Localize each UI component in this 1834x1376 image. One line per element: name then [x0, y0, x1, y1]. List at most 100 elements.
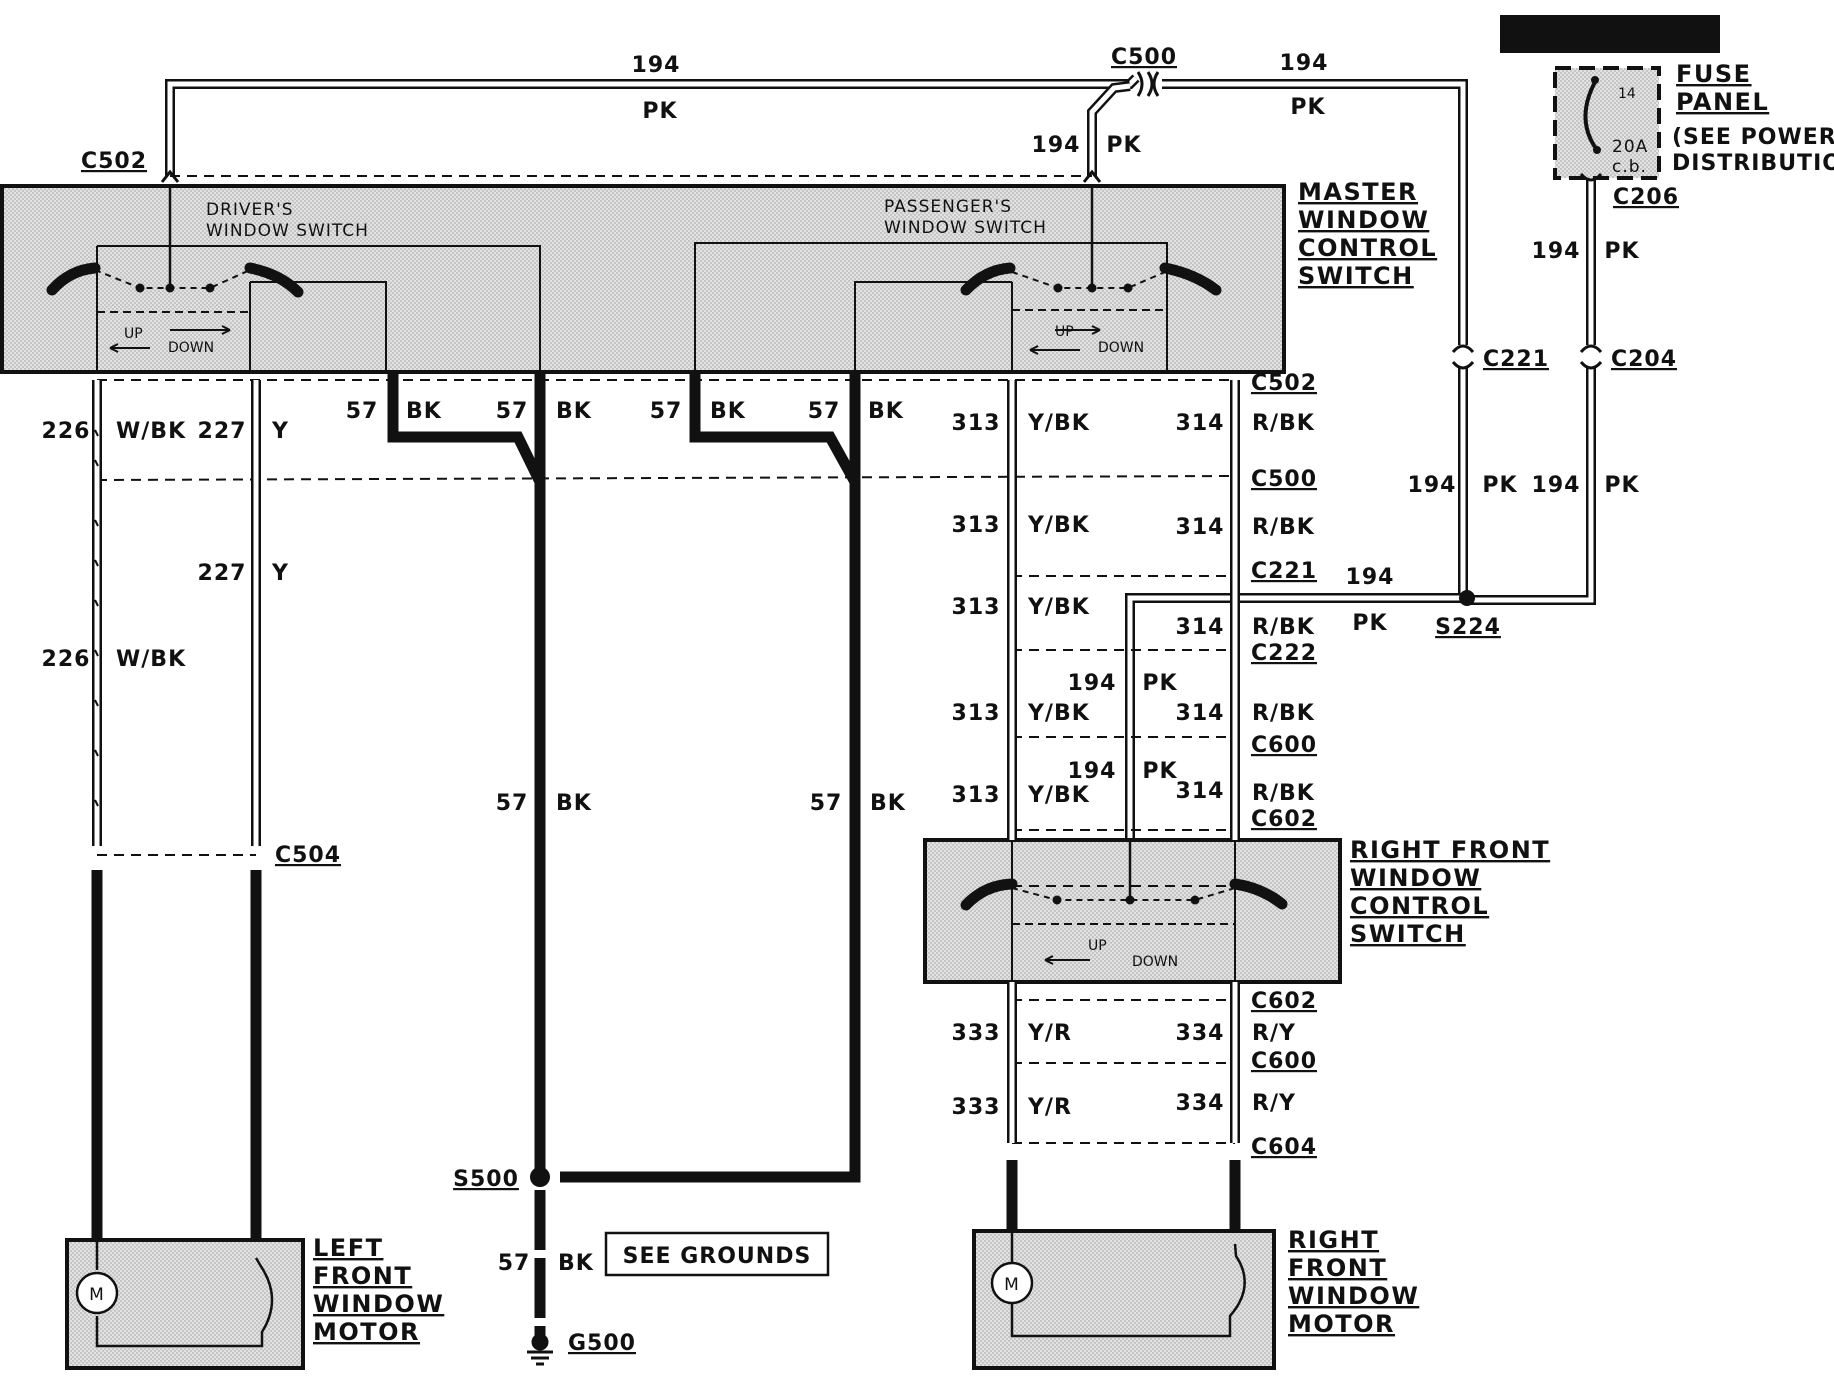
label-57-d: 57 — [808, 399, 841, 424]
label-rf-switch-2: WINDOW — [1350, 864, 1481, 892]
label-fuse-number: 14 — [1618, 86, 1636, 102]
label-wbk-a: W/BK — [116, 419, 186, 444]
fuse-panel-box — [1553, 66, 1661, 180]
s224-splice — [1459, 590, 1475, 606]
label-194-c204: 194 — [1532, 473, 1581, 498]
label-right-motor-m: M — [1004, 1275, 1020, 1295]
label-fuse-2: PANEL — [1676, 88, 1769, 116]
fuse-contact-bottom — [1593, 146, 1601, 154]
label-bk-c: BK — [710, 399, 746, 424]
label-227-a: 227 — [198, 419, 247, 444]
wire-194-feed — [165, 74, 1596, 838]
label-194-c502: 194 — [1032, 133, 1081, 158]
drivers-switch-contact-1 — [135, 283, 145, 293]
label-rf-motor-1: RIGHT — [1288, 1226, 1379, 1254]
g500-ground-symbol — [527, 1333, 553, 1366]
label-y-a: Y — [271, 419, 289, 444]
label-c221-right: C221 — [1483, 347, 1549, 372]
label-fuse-type: c.b. — [1612, 157, 1647, 177]
label-c600-a: C600 — [1251, 733, 1317, 758]
label-bk-f: BK — [870, 791, 906, 816]
label-bk-d: BK — [868, 399, 904, 424]
label-passengers-switch-2: WINDOW SWITCH — [884, 218, 1047, 238]
passengers-switch-contact-2 — [1087, 283, 1097, 293]
passengers-switch-mechanism — [694, 186, 1222, 372]
label-ry-a: R/Y — [1252, 1021, 1296, 1046]
rf-switch-contact-2 — [1125, 895, 1135, 905]
label-lf-motor-3: WINDOW — [313, 1290, 444, 1318]
label-313-b: 313 — [952, 513, 1001, 538]
w-bk-stripe-ticks — [94, 429, 99, 807]
right-front-window-control-switch-box — [923, 838, 1342, 984]
master-window-control-switch-box — [0, 184, 1286, 374]
label-master-4: SWITCH — [1298, 262, 1414, 290]
label-313-d: 313 — [952, 701, 1001, 726]
label-194-s224: 194 — [1346, 565, 1395, 590]
label-194-c222: 194 — [1068, 671, 1117, 696]
label-rf-motor-2: FRONT — [1288, 1254, 1387, 1282]
label-313-c: 313 — [952, 595, 1001, 620]
wire-57-ground — [387, 372, 861, 1336]
label-down-drivers: DOWN — [168, 340, 214, 356]
label-lf-motor-4: MOTOR — [313, 1318, 420, 1346]
label-ybk-a: Y/BK — [1027, 411, 1090, 436]
label-c504: C504 — [275, 843, 341, 868]
label-bk-a: BK — [406, 399, 442, 424]
label-226-a: 226 — [42, 419, 91, 444]
drivers-switch-contact-2 — [165, 283, 175, 293]
passengers-switch-contact-3 — [1123, 283, 1133, 293]
label-bk-b: BK — [556, 399, 592, 424]
label-rf-motor-3: WINDOW — [1288, 1282, 1419, 1310]
label-194-top: 194 — [632, 53, 681, 78]
label-rf-switch-4: SWITCH — [1350, 920, 1466, 948]
c502-top-arrows — [160, 169, 1102, 183]
label-ybk-b: Y/BK — [1027, 513, 1090, 538]
label-314-d: 314 — [1176, 701, 1225, 726]
label-194-fuse: 194 — [1532, 239, 1581, 264]
c221-connector-mark — [1451, 344, 1475, 370]
label-up-drivers: UP — [124, 326, 143, 342]
label-c600-b: C600 — [1251, 1049, 1317, 1074]
label-ybk-e: Y/BK — [1027, 783, 1090, 808]
label-g500: G500 — [568, 1331, 636, 1356]
label-lf-motor-2: FRONT — [313, 1262, 412, 1290]
label-c602-b: C602 — [1251, 989, 1317, 1014]
c204-connector-mark — [1579, 344, 1603, 370]
label-pk-fuse: PK — [1604, 239, 1639, 264]
drivers-switch-mechanism — [46, 186, 541, 372]
label-master-2: WINDOW — [1298, 206, 1429, 234]
label-c502-right: C502 — [1251, 371, 1317, 396]
rf-switch-contact-1 — [1052, 895, 1062, 905]
label-rbk-a: R/BK — [1252, 411, 1315, 436]
passengers-switch-contact-1 — [1053, 283, 1063, 293]
label-rf-motor-4: MOTOR — [1288, 1310, 1395, 1338]
label-pk-s224: PK — [1352, 611, 1387, 636]
label-c222: C222 — [1251, 641, 1317, 666]
label-c221-column: C221 — [1251, 559, 1317, 584]
label-bk-e: BK — [556, 791, 592, 816]
label-194-c600: 194 — [1068, 759, 1117, 784]
label-s224: S224 — [1435, 615, 1501, 640]
label-pk-right: PK — [1290, 95, 1325, 120]
right-motor-wiring — [990, 1231, 1246, 1338]
label-c502-top: C502 — [81, 149, 147, 174]
label-wbk-b: W/BK — [116, 647, 186, 672]
label-fuse-3: (SEE POWER — [1672, 125, 1834, 150]
label-down-rf: DOWN — [1132, 954, 1178, 970]
label-bk-g: BK — [558, 1251, 594, 1276]
label-57-a: 57 — [346, 399, 379, 424]
label-227-b: 227 — [198, 561, 247, 586]
label-pk-c502: PK — [1106, 133, 1141, 158]
label-lf-motor-1: LEFT — [313, 1234, 383, 1262]
label-up-passengers: UP — [1055, 324, 1074, 340]
label-up-rf: UP — [1088, 938, 1107, 954]
label-ybk-c: Y/BK — [1027, 595, 1090, 620]
s500-splice — [530, 1167, 550, 1187]
label-333-a: 333 — [952, 1021, 1001, 1046]
label-master-3: CONTROL — [1298, 234, 1437, 262]
label-c604: C604 — [1251, 1135, 1317, 1160]
label-57-f: 57 — [810, 791, 843, 816]
drivers-switch-contact-3 — [205, 283, 215, 293]
label-yr-b: Y/R — [1027, 1095, 1072, 1120]
